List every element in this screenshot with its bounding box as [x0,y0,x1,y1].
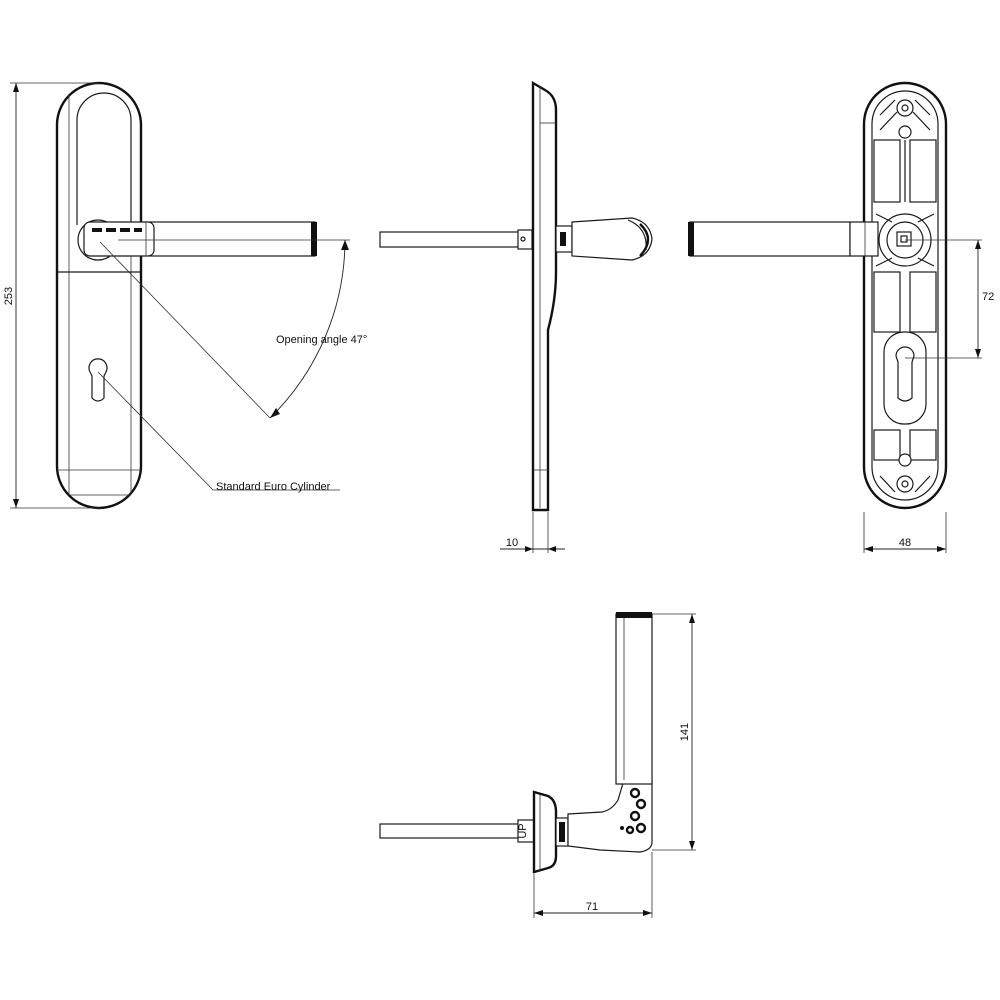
side-spindle [379,231,521,248]
rear-cylinder-frame [883,331,927,425]
dim-48-arrow-right [937,546,946,552]
angle-arc [269,239,346,419]
front-code-button-3 [120,228,130,232]
dim-141-arrow-bottom [689,841,695,850]
rear-lever-neck [849,221,879,257]
dim-72-arrow-top [975,240,981,249]
side-lever-body [571,217,653,261]
rear-lower-fixing [898,453,912,467]
rear-spindle-square [896,231,912,247]
bottom-code-button-4 [635,822,647,834]
rear-view: 72 48 [688,81,994,553]
euro-cylinder-label: Standard Euro Cylinder [216,481,331,493]
rear-euro-cylinder-keyhole [895,346,915,402]
rear-bottom-fixing-center [901,480,909,488]
dim-71-arrow-left [534,910,543,916]
rear-comp-top-right [909,139,937,203]
front-lever-neck [83,221,155,257]
rear-top-fixing-center [901,104,909,112]
rear-upper-fixing [898,125,912,139]
bottom-lever-end-cap [616,612,652,618]
bottom-collar-mark [559,822,565,842]
rear-plate-inner [871,90,939,501]
rear-spring-clips [875,213,935,267]
dim-72-value: 72 [982,291,994,303]
side-lever-end-cap [639,223,650,257]
side-spindle-screw [520,236,526,242]
front-code-button-4 [134,228,142,232]
rear-plate-outline [862,81,948,510]
rear-spindle-square-inner [900,235,908,243]
bottom-lever-upright [615,613,653,785]
rear-top-fixing [896,99,914,117]
dim-10-arrow-right [548,546,556,552]
front-view: Opening angle 47° Standard Euro Cylinder… [3,81,367,510]
bottom-code-button-6 [620,826,624,830]
rear-top-rib-left [879,99,898,131]
dim-71-arrow-right [643,910,652,916]
angle-arrow-bottom [270,408,280,418]
bottom-rose [532,790,558,874]
dim-253-arrow-top [13,83,19,92]
dim-71-value: 71 [586,901,598,913]
angle-arrow-top [341,240,349,250]
dim-48-arrow-left [864,546,873,552]
dim-10-value: 10 [506,537,518,549]
bottom-code-button-1 [629,787,641,799]
cylinder-leader [97,371,340,491]
dim-141-value: 141 [679,723,691,741]
front-code-button-2 [106,228,116,232]
rear-lever-arm [689,221,851,257]
front-plate-top-recess [76,92,132,225]
side-lever-boss-mark [560,232,566,246]
bottom-view: UP 141 71 [379,612,696,918]
dim-253-value: 253 [3,287,15,305]
opening-angle-label: Opening angle 47° [276,334,367,346]
front-lever-end-cap [311,222,317,256]
angle-leader-open [99,241,271,419]
dim-10-arrow-left [525,546,533,552]
dim-253-arrow-bottom [13,499,19,508]
rear-lever-end-cap [688,222,694,256]
bottom-up-marking: UP [517,823,529,838]
side-plate-profile [531,80,558,512]
rear-comp-mid-left [873,271,901,333]
rear-top-rib-right [912,99,931,131]
front-code-button-1 [92,228,102,232]
rear-comp-top-left [873,139,901,203]
rear-comp-bottom-right [909,429,937,461]
dim-48-value: 48 [899,537,911,549]
bottom-code-button-2 [635,798,647,810]
rear-comp-bottom-left [873,429,901,461]
rear-bottom-fixing [896,475,914,493]
rear-bottom-ribs [879,475,931,493]
rear-comp-mid-right [909,271,937,333]
bottom-code-button-3 [629,810,641,822]
front-lever-arm [149,221,316,257]
bottom-spindle [379,823,521,839]
bottom-code-button-5 [625,825,635,835]
dim-141-arrow-top [689,614,695,623]
front-plate-outline [55,81,143,510]
dim-72-arrow-bottom [975,349,981,358]
front-euro-cylinder-keyhole [88,358,108,402]
side-view: 10 [379,80,653,553]
